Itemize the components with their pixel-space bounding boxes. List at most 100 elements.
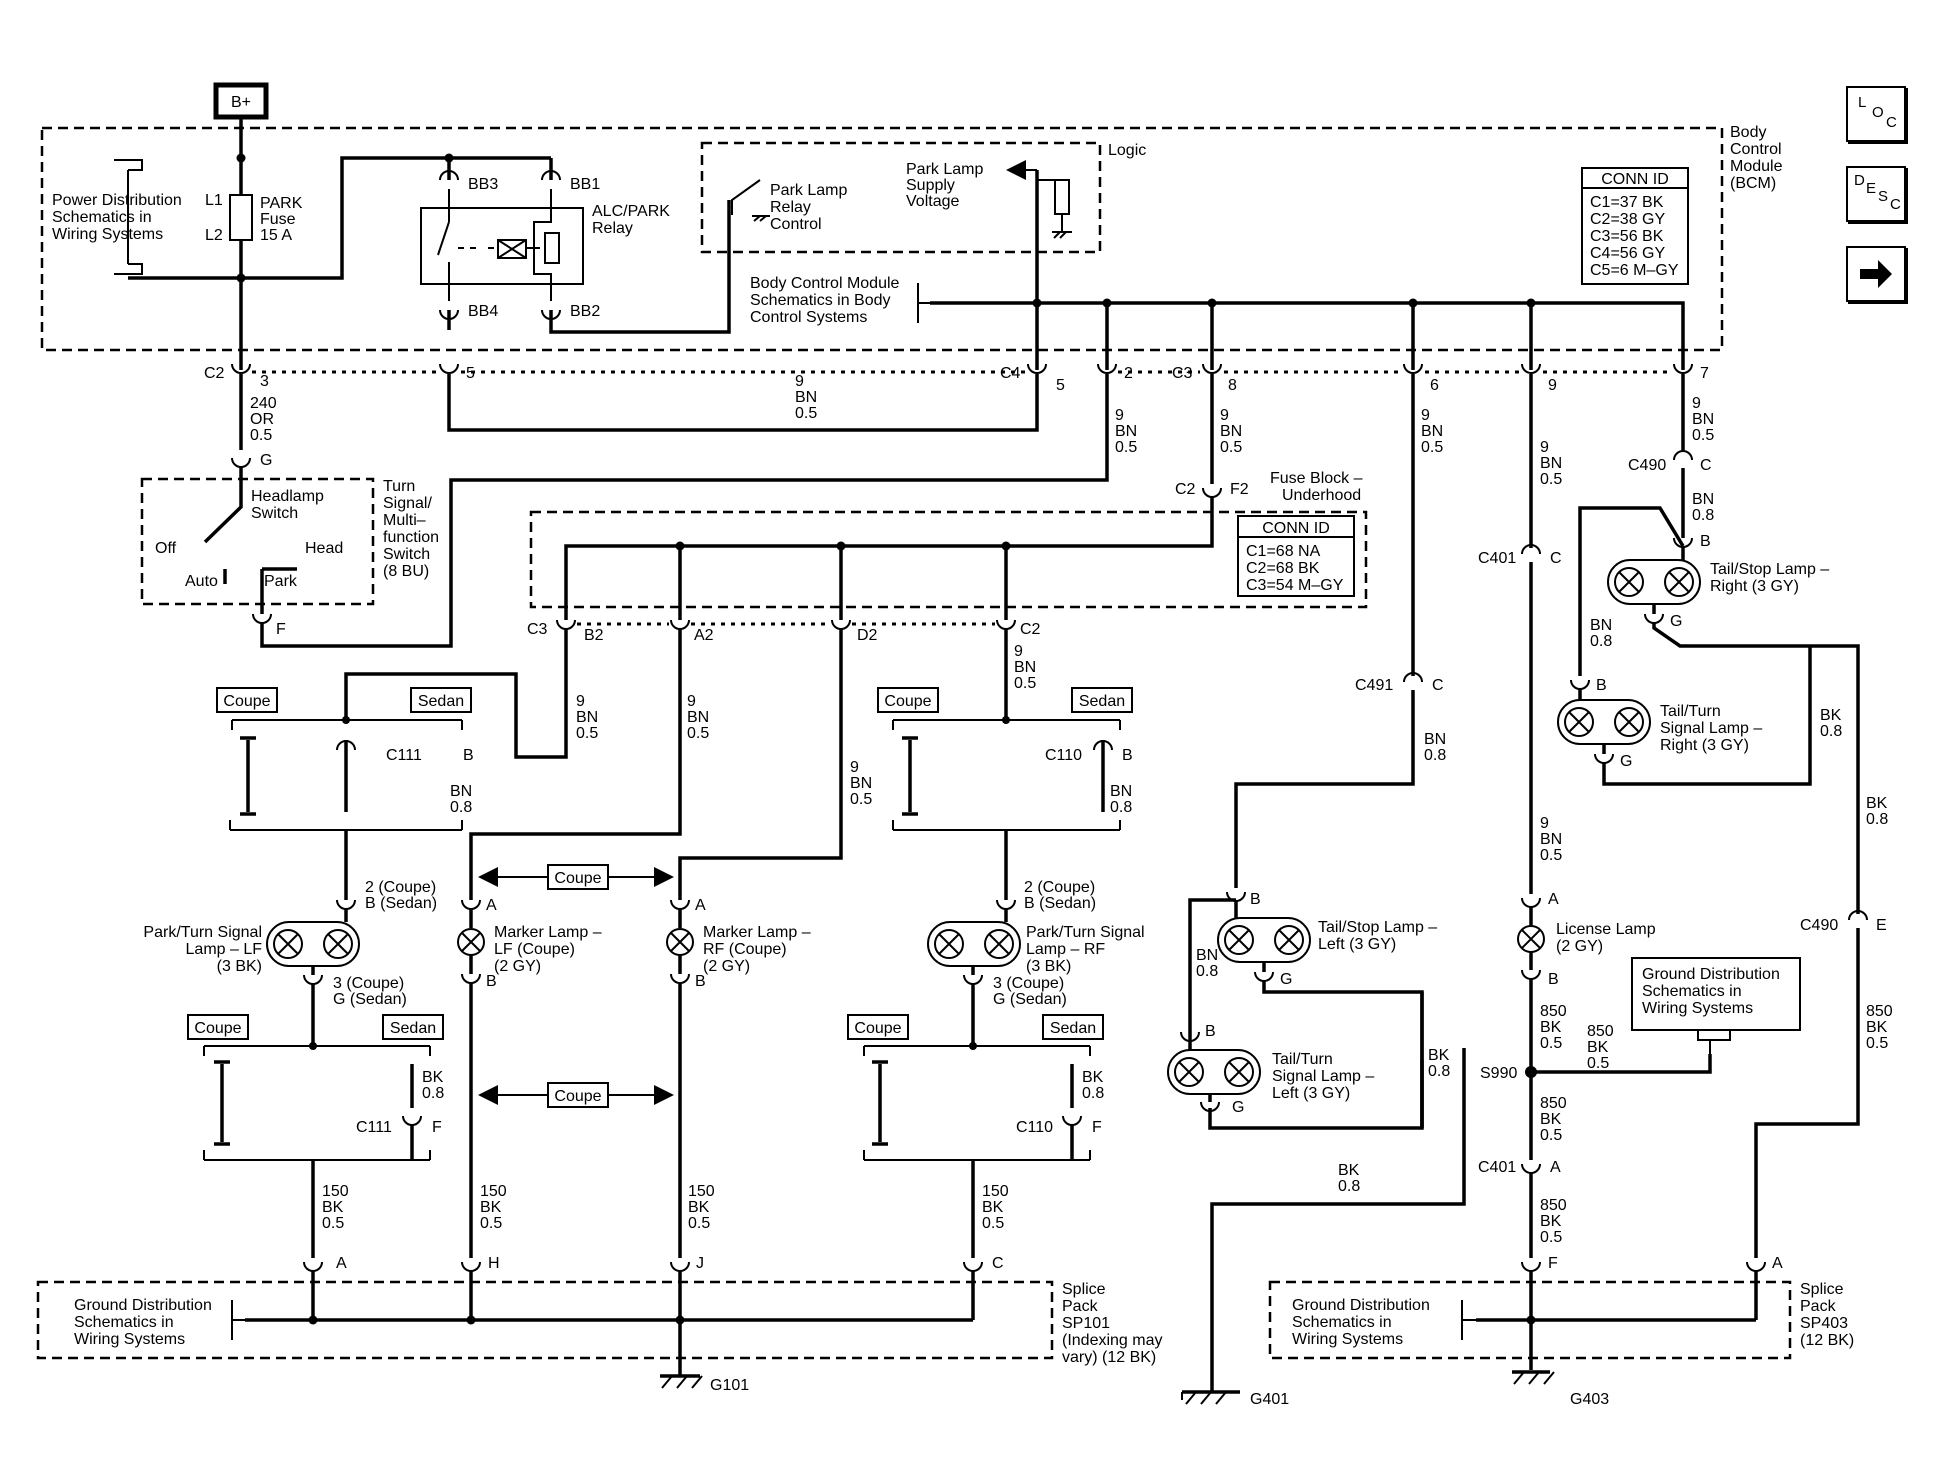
svg-text:C2=68 BK: C2=68 BK xyxy=(1246,560,1320,577)
svg-text:C111: C111 xyxy=(386,747,422,764)
svg-text:B: B xyxy=(1700,533,1711,550)
bcm-outline xyxy=(40,126,1724,352)
svg-text:0.5: 0.5 xyxy=(1421,439,1443,456)
svg-text:C3=56 BK: C3=56 BK xyxy=(1590,228,1664,245)
svg-text:0.5: 0.5 xyxy=(1587,1055,1609,1072)
bcm-ground-bus xyxy=(930,301,1685,370)
svg-text:E: E xyxy=(1876,917,1887,934)
svg-text:License Lamp: License Lamp xyxy=(1556,921,1656,938)
svg-text:3: 3 xyxy=(260,373,269,390)
svg-text:BN: BN xyxy=(850,775,872,792)
svg-text:A: A xyxy=(695,897,706,914)
svg-text:Schematics in Body: Schematics in Body xyxy=(750,292,891,309)
svg-text:Wiring Systems: Wiring Systems xyxy=(52,226,163,243)
svg-text:LF (Coupe): LF (Coupe) xyxy=(494,941,575,958)
svg-text:0.8: 0.8 xyxy=(1692,507,1714,524)
wire-150-lf-label: 150 BK 0.5 xyxy=(322,1183,349,1232)
svg-text:BB4: BB4 xyxy=(468,303,498,320)
svg-text:Auto: Auto xyxy=(185,573,218,590)
svg-text:BK: BK xyxy=(688,1199,710,1216)
svg-text:Control Systems: Control Systems xyxy=(750,309,867,326)
fuse-block-c2-f2: C2 F2 Fuse Block – Underhood xyxy=(1175,470,1363,504)
wire-a2 xyxy=(469,628,682,900)
svg-text:850: 850 xyxy=(1540,1003,1567,1020)
svg-text:B: B xyxy=(486,973,497,990)
wire-9bn-b2-label: 9 BN 0.5 xyxy=(576,693,598,742)
wire-9bn-c3-6-label: 9 BN 0.5 xyxy=(1421,407,1443,456)
wire-9bn-c3-8-label: 9 BN 0.5 xyxy=(1220,407,1242,456)
svg-text:B: B xyxy=(1596,677,1607,694)
svg-text:0.5: 0.5 xyxy=(1540,471,1562,488)
svg-text:0.5: 0.5 xyxy=(1692,427,1714,444)
svg-text:Park/Turn Signal: Park/Turn Signal xyxy=(1026,924,1145,941)
svg-text:0.5: 0.5 xyxy=(1540,847,1562,864)
svg-text:BN: BN xyxy=(795,389,817,406)
svg-text:Module: Module xyxy=(1730,158,1783,175)
desc-letter-d: D xyxy=(1854,172,1865,189)
svg-text:H: H xyxy=(488,1255,500,1272)
svg-text:Wiring Systems: Wiring Systems xyxy=(74,1331,185,1348)
svg-text:A: A xyxy=(1548,891,1559,908)
desc-letter-s: S xyxy=(1878,188,1889,205)
svg-text:Tail/Turn: Tail/Turn xyxy=(1660,703,1721,720)
fuse-block-underhood-box xyxy=(529,510,1368,609)
svg-text:C491: C491 xyxy=(1355,677,1393,694)
svg-text:Signal Lamp –: Signal Lamp – xyxy=(1272,1068,1374,1085)
ground-g101: G101 xyxy=(660,1374,749,1394)
svg-text:Underhood: Underhood xyxy=(1282,487,1361,504)
c401-lower-connector: C401 A xyxy=(1478,1159,1561,1258)
svg-text:850: 850 xyxy=(1587,1023,1614,1040)
svg-text:9: 9 xyxy=(1692,395,1701,412)
svg-text:9: 9 xyxy=(687,693,696,710)
svg-text:Schematics in: Schematics in xyxy=(74,1314,174,1331)
wire-9bn-c2-label: 9 BN 0.5 xyxy=(1014,643,1036,692)
c401-upper-connector: C401 C xyxy=(1478,544,1562,567)
svg-text:BK: BK xyxy=(1540,1019,1562,1036)
svg-text:Ground Distribution: Ground Distribution xyxy=(74,1297,212,1314)
svg-text:G: G xyxy=(260,452,272,469)
svg-text:SP101: SP101 xyxy=(1062,1315,1110,1332)
svg-text:C: C xyxy=(992,1255,1004,1272)
svg-text:C2: C2 xyxy=(204,365,225,382)
svg-text:B: B xyxy=(1205,1023,1216,1040)
svg-text:G: G xyxy=(1280,971,1292,988)
loc-letter-o: O xyxy=(1872,104,1884,121)
svg-text:Turn: Turn xyxy=(383,478,415,495)
svg-text:BN: BN xyxy=(1196,947,1218,964)
svg-text:BB2: BB2 xyxy=(570,303,600,320)
svg-text:Ground Distribution: Ground Distribution xyxy=(1292,1297,1430,1314)
svg-text:Fuse: Fuse xyxy=(260,211,296,228)
svg-text:0.5: 0.5 xyxy=(480,1215,502,1232)
description-button[interactable]: D E S C xyxy=(1846,166,1906,222)
svg-text:L2: L2 xyxy=(205,227,223,244)
ground-g401: G401 xyxy=(1181,1390,1289,1408)
park-lamp-relay-control: Park Lamp Relay Control xyxy=(549,179,847,334)
svg-text:5: 5 xyxy=(1056,377,1065,394)
right-arrow-icon xyxy=(1860,260,1892,288)
svg-text:Coupe: Coupe xyxy=(194,1020,241,1037)
svg-text:9: 9 xyxy=(1540,815,1549,832)
loc-letter-c: C xyxy=(1886,114,1897,131)
svg-text:C2: C2 xyxy=(1175,481,1196,498)
svg-text:(BCM): (BCM) xyxy=(1730,175,1776,192)
svg-text:5: 5 xyxy=(466,365,475,382)
location-button[interactable]: L O C xyxy=(1846,86,1906,142)
svg-text:PARK: PARK xyxy=(260,195,303,212)
bcm-bus-drops xyxy=(1105,303,1533,370)
svg-text:0.8: 0.8 xyxy=(1082,1085,1104,1102)
svg-text:BK: BK xyxy=(1428,1047,1450,1064)
svg-text:F: F xyxy=(1548,1255,1558,1272)
svg-text:850: 850 xyxy=(1866,1003,1893,1020)
wire-d2 xyxy=(678,628,843,900)
svg-text:B: B xyxy=(695,973,706,990)
svg-text:3 (Coupe): 3 (Coupe) xyxy=(993,975,1064,992)
svg-text:BN: BN xyxy=(687,709,709,726)
wire-850-f-label: 850 BK 0.5 xyxy=(1540,1197,1567,1246)
svg-text:Pack: Pack xyxy=(1800,1298,1837,1315)
next-page-button[interactable] xyxy=(1846,246,1906,302)
svg-text:C: C xyxy=(1550,550,1562,567)
bcm-conn-id-table: CONN ID C1=37 BK C2=38 GY C3=56 BK C4=56… xyxy=(1581,167,1689,285)
svg-text:Coupe: Coupe xyxy=(554,870,601,887)
svg-text:7: 7 xyxy=(1700,365,1709,382)
